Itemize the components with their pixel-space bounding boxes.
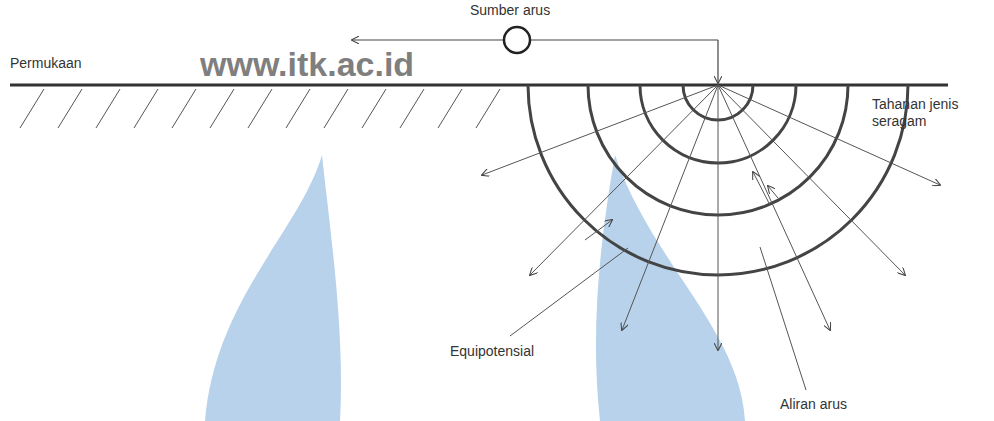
hatch-stroke (362, 89, 386, 128)
hatch-stroke (476, 89, 500, 128)
logo-shape (205, 155, 341, 421)
hatch-stroke (248, 89, 272, 128)
current-flow-lines (482, 85, 940, 350)
equipotential-label: Equipotensial (450, 343, 534, 360)
hatch-stroke (134, 89, 158, 128)
surface-label: Permukaan (10, 55, 82, 72)
hatch-stroke (286, 89, 310, 128)
hatch-stroke (210, 89, 234, 128)
hatch-stroke (58, 89, 82, 128)
current-flow-label: Aliran arus (780, 396, 847, 413)
hatch-stroke (400, 89, 424, 128)
hatch-stroke (96, 89, 120, 128)
current-arrow (753, 172, 770, 205)
leader-line (760, 247, 806, 390)
hatch-stroke (438, 89, 462, 128)
current-arrow (768, 186, 778, 198)
resistivity-label: Tahanan jenis seragam (872, 96, 964, 130)
ground-hatching (20, 89, 500, 128)
hatch-stroke (172, 89, 196, 128)
leader-line (510, 248, 628, 336)
hatch-stroke (20, 89, 44, 128)
current-ray (718, 85, 830, 330)
current-ray (718, 85, 719, 350)
current-ray (482, 85, 718, 175)
watermark: www.itk.ac.id (200, 46, 414, 82)
current-arrow (585, 220, 612, 240)
hatch-stroke (324, 89, 348, 128)
source-label: Sumber arus (470, 2, 550, 19)
current-ray (530, 85, 718, 275)
surface-line (10, 84, 948, 87)
logo-shape (596, 155, 745, 421)
current-ray (622, 85, 718, 330)
